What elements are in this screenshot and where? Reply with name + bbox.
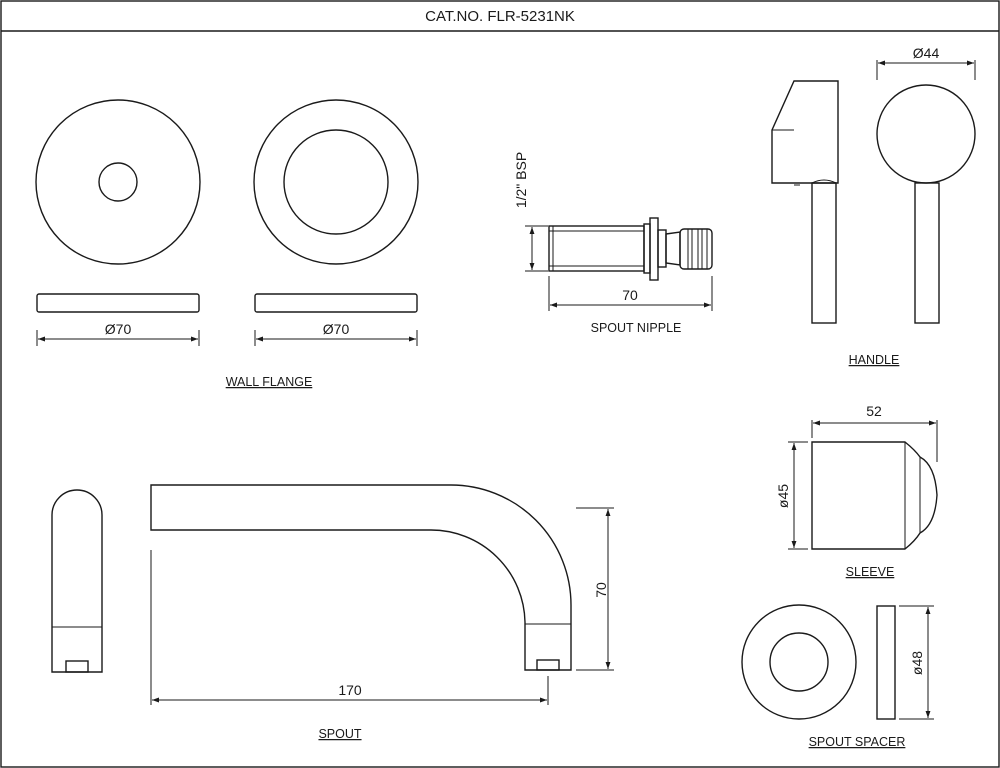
- dim-nipple-length: 70: [622, 287, 638, 303]
- dim-thread-size: 1/2" BSP: [513, 152, 529, 208]
- wall-flange-side-left: [36, 293, 200, 313]
- wall-flange-hole: [98, 162, 138, 202]
- dim-handle-dia: Ø44: [913, 45, 940, 61]
- wall-flange-inner-ring: [283, 129, 389, 235]
- wall-flange-front-left: [35, 99, 201, 265]
- spacer-side: [876, 605, 896, 720]
- spout-spacer-group: ø48 SPOUT SPACER: [741, 604, 934, 749]
- label-wall-flange: WALL FLANGE: [226, 375, 313, 389]
- nipple-thread-body: [548, 225, 645, 272]
- label-spout-nipple: SPOUT NIPPLE: [591, 321, 682, 335]
- label-spout: SPOUT: [318, 727, 361, 741]
- nipple-grip: [679, 228, 713, 270]
- dim-flange-left: Ø70: [105, 321, 132, 337]
- label-spout-spacer: SPOUT SPACER: [809, 735, 906, 749]
- spout-nipple-group: 1/2" BSP 70 SPOUT NIPPLE: [513, 152, 713, 335]
- spacer-hole: [769, 632, 829, 692]
- dim-sleeve-width: 52: [866, 403, 882, 419]
- spacer-front: [741, 604, 857, 720]
- dim-spacer-dia: ø48: [909, 651, 925, 675]
- handle-lever-side: [771, 80, 839, 184]
- wall-flange-group: Ø70 Ø70 WALL FLANGE: [35, 99, 419, 389]
- spout-group: 70 170 SPOUT: [51, 484, 614, 741]
- handle-stem-side: [811, 182, 837, 324]
- wall-flange-side-right: [254, 293, 418, 313]
- spout-side-view: [150, 484, 572, 671]
- label-sleeve: SLEEVE: [846, 565, 895, 579]
- nipple-collar: [649, 217, 659, 281]
- dim-spout-height: 70: [593, 582, 609, 598]
- handle-group: Ø44 HANDLE: [771, 45, 976, 367]
- label-handle: HANDLE: [849, 353, 900, 367]
- catalog-number: CAT.NO. FLR-5231NK: [425, 8, 575, 25]
- dim-sleeve-dia: ø45: [775, 484, 791, 508]
- spout-end-view: [51, 489, 103, 673]
- sleeve-body: [811, 441, 938, 550]
- handle-stem-front: [914, 182, 940, 324]
- dim-flange-right: Ø70: [323, 321, 350, 337]
- dim-spout-length: 170: [338, 682, 362, 698]
- sleeve-group: 52 ø45 SLEEVE: [775, 403, 938, 579]
- handle-knob-front: [876, 84, 976, 184]
- wall-flange-front-right: [253, 99, 419, 265]
